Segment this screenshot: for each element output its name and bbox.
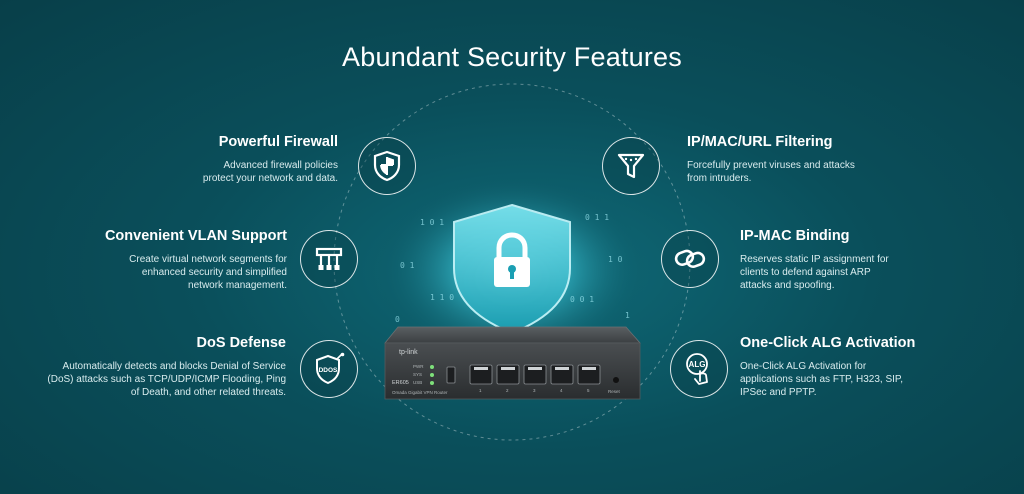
router-reset-label: Reset (608, 389, 620, 394)
page-title: Abundant Security Features (342, 42, 682, 72)
router-port-label-2: 2 (506, 388, 509, 393)
feature-ip-mac-binding: IP-MAC Binding Reserves static IP assign… (740, 228, 1024, 292)
feature-ip-mac-url-filtering: IP/MAC/URL Filtering Forcefully prevent … (687, 134, 987, 185)
feature-title: One-Click ALG Activation (740, 335, 916, 351)
firewall-icon-badge (358, 137, 416, 195)
feature-powerful-firewall: Powerful Firewall Advanced firewall poli… (38, 134, 338, 185)
svg-text:0: 0 (395, 315, 400, 324)
feature-description: Create virtual network segments for enha… (129, 254, 287, 291)
svg-text:0 0 1: 0 0 1 (570, 295, 594, 304)
vlan-icon-badge (300, 230, 358, 288)
feature-title: Powerful Firewall (218, 134, 338, 150)
router-led-label-sys: SYS (413, 372, 423, 377)
svg-text:DDOS: DDOS (319, 367, 338, 374)
binding-icon-badge (661, 230, 719, 288)
router-port-label-3: 3 (533, 388, 536, 393)
svg-text:1 1 0: 1 1 0 (430, 293, 454, 302)
feature-vlan-support: Convenient VLAN Support Create virtual n… (0, 228, 287, 292)
filtering-icon-badge (602, 137, 660, 195)
funnel-icon (617, 153, 645, 179)
usb-port (446, 366, 456, 384)
feature-dos-defense: DoS Defense Automatically detects and bl… (0, 335, 286, 399)
alg-icon-badge: ALG (670, 340, 728, 398)
feature-one-click-alg: One-Click ALG Activation One-Click ALG A… (740, 335, 1024, 399)
router-device (384, 326, 641, 400)
router-port-label-4: 4 (560, 388, 563, 393)
led-pwr (430, 365, 434, 369)
lock-icon (494, 232, 530, 287)
data-stream-decoration: 1 0 1 0 1 1 0 1 1 0 1 1 0 0 0 1 0 1 (395, 213, 630, 324)
led-usb (430, 381, 434, 385)
shield-icon (373, 150, 401, 182)
svg-text:0 1: 0 1 (400, 261, 415, 270)
router-brand: tp-link (399, 349, 418, 356)
router-port-label-5: 5 (587, 388, 590, 393)
ddos-shield-icon: DDOS (316, 352, 345, 385)
router-led-label-pwr: PWR (413, 364, 424, 369)
svg-text:ALG: ALG (689, 360, 706, 369)
feature-description: One-Click ALG Activation for application… (740, 361, 904, 398)
feature-title: IP-MAC Binding (740, 228, 850, 244)
link-icon (674, 249, 706, 268)
feature-title: DoS Defense (196, 335, 286, 351)
network-icon (315, 247, 343, 270)
feature-description: Advanced firewall policies protect your … (202, 160, 338, 184)
reset-button (613, 377, 619, 383)
alg-hand-icon: ALG (686, 353, 708, 385)
router-led-label-usb: USB (413, 380, 423, 385)
router-subtitle: Omada Gigabit VPN Router (392, 390, 448, 395)
dos-icon-badge: DDOS (300, 340, 358, 398)
led-sys (430, 373, 434, 377)
feature-title: IP/MAC/URL Filtering (687, 134, 833, 150)
svg-text:1: 1 (625, 311, 630, 320)
feature-title: Convenient VLAN Support (104, 228, 287, 244)
svg-text:0 1 1: 0 1 1 (585, 213, 609, 222)
feature-description: Forcefully prevent viruses and attacks f… (687, 160, 855, 184)
feature-description: Reserves static IP assignment for client… (740, 254, 889, 291)
svg-text:1 0: 1 0 (608, 255, 623, 264)
router-port-label-1: 1 (479, 388, 482, 393)
feature-description: Automatically detects and blocks Denial … (47, 361, 286, 398)
svg-text:1 0 1: 1 0 1 (420, 218, 444, 227)
router-model: ER605 (392, 380, 409, 386)
